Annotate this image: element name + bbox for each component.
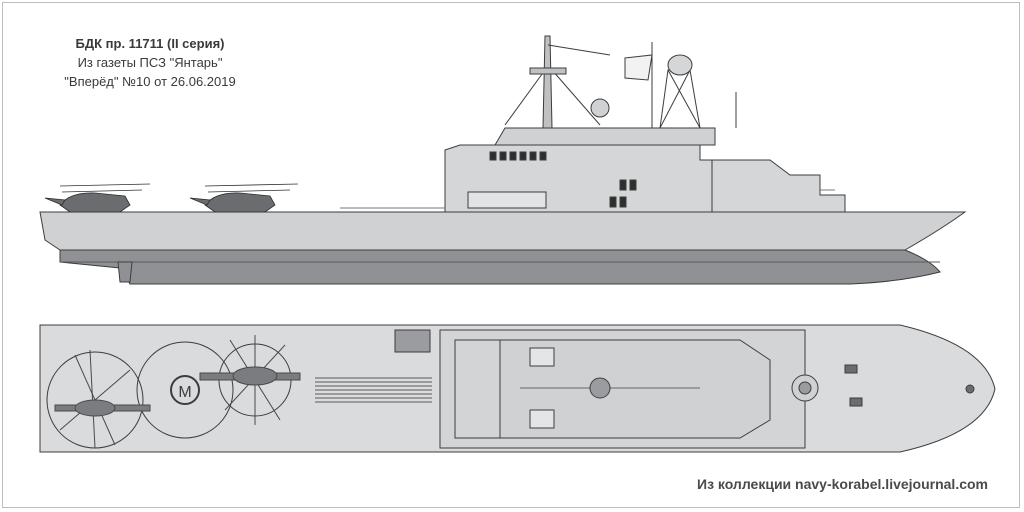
radar-dome-large [667, 54, 693, 76]
top-view: M [39, 324, 996, 453]
caption-title: БДК пр. 11711 (II серия) [75, 36, 225, 51]
helicopter-top-2 [199, 335, 301, 425]
hull-upper [39, 211, 967, 251]
helicopter-side-1 [44, 183, 151, 213]
bridge [494, 127, 716, 146]
hull-lower [59, 249, 941, 285]
deck-grille [315, 377, 432, 403]
caption-issue: "Вперёд" №10 от 26.06.2019 [64, 74, 236, 89]
helicopter-side-2 [189, 183, 299, 213]
rudder [117, 261, 133, 283]
collection-credit: Из коллекции navy-korabel.livejournal.co… [697, 476, 988, 492]
radar-dome-small [590, 98, 610, 118]
forward-superstructure [711, 159, 846, 213]
helipad-letter: M [178, 384, 191, 401]
side-profile [39, 35, 967, 285]
main-mast [542, 35, 553, 129]
flag [624, 54, 653, 81]
helipad-fwd [136, 341, 234, 439]
lattice-mast [659, 69, 701, 129]
caption-source: Из газеты ПСЗ "Янтарь" [77, 55, 223, 70]
helicopter-top-1 [54, 349, 151, 449]
anchor-gear [844, 364, 975, 407]
